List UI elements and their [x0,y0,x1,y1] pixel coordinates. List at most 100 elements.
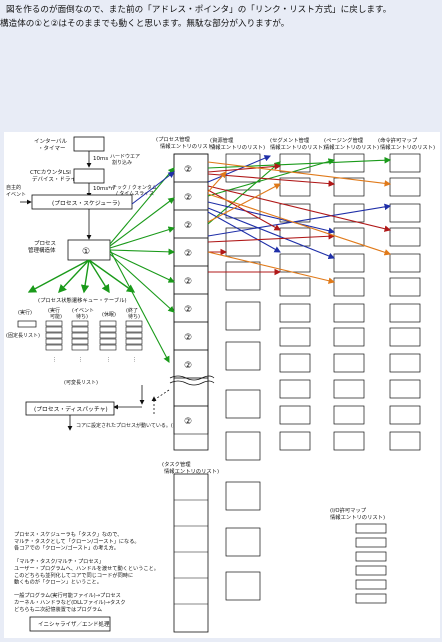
queue-end-label-1: (終了 [126,307,138,314]
header-line-1: 図を作るのが面倒なので、また前の「アドレス・ポインタ」の「リンク・リスト方式」に… [6,5,392,15]
time-10ms-label: 10ms [93,156,108,162]
tick-label-1: チック / クォンタム [112,184,157,191]
pointer-arrow [207,251,336,284]
dispatcher-label: (プロセス・ディスパッチャ) [34,405,108,413]
queue-slot [125,320,143,327]
pointer-arrow [207,207,336,260]
resource-header-1: (資源管理 [210,136,234,144]
pointer-arrow [207,171,227,193]
queue-running-label: (実行) [18,309,32,316]
queue-table-label: (プロセス状態遷移キュー・テーブル) [38,296,127,304]
list-entry-box [225,261,261,291]
queue-slot [99,332,117,339]
queue-slot [71,344,89,351]
list-entry-box [225,389,261,419]
queue-ellipsis: ⋮ [132,357,137,363]
pointer-arrow [109,197,175,247]
header-line-2: 構造体の①と②はそのままでも動くと思います。無駄な部分が入りますが。 [0,19,290,29]
queue-slot [125,332,143,339]
list-entry-box [333,153,365,173]
segment-column [279,153,311,451]
list-entry-box [333,379,365,399]
autonomous-event-label-1: 自主的 [6,184,21,191]
core-note-label: コアに設定されたプロセスが動いている。(ロアごと) [76,422,195,429]
tick-label-2: / タイムスライス [116,190,154,197]
list-entry-box [355,593,387,604]
circle-2-label: ② [184,221,192,231]
paging-header-1: (ページング管理 [324,136,364,144]
pcb-label-2: 管理構造体 [28,246,56,254]
list-entry-box [333,303,365,323]
initializer-label: イニシャライザ／エンド処理 [38,620,110,628]
list-entry-box [389,153,421,173]
note-line: このどちらも並列化してコアで同じコードが同時に [14,571,133,579]
note-line: 一般プログラム(実行可能ファイル)→プロセス [14,591,121,599]
circle-2-label: ② [184,165,192,175]
list-entry-box [225,431,261,461]
queue-stacks: ⋮⋮⋮⋮ [45,320,143,363]
queue-ellipsis: ⋮ [106,357,111,363]
dashed-link-2 [153,389,170,401]
note-line: カーネル・ハンドラなど(DLLファイル)→タスク [14,598,126,606]
queue-event-label-2: 待ち) [76,313,88,320]
circle-2-label: ② [184,193,192,203]
queue-ellipsis: ⋮ [52,357,57,363]
list-entry-box [333,405,365,425]
queue-slot [45,344,63,351]
queue-slot [71,338,89,345]
list-entry-box [333,177,365,197]
queue-suspend-label: (休眠) [102,311,116,318]
list-entry-box [225,481,261,511]
list-entry-box [389,327,421,347]
column-break-2 [169,380,215,386]
task-header-2: 情報エントリのリスト) [164,467,219,475]
resource-header-2: 情報エントリのリスト) [210,143,265,151]
queue-slot [99,326,117,333]
fixed-list-label: (固定長リスト) [6,332,40,339]
circle-2-label: ② [184,249,192,259]
process-list-header-1: (プロセス管理 [156,135,191,143]
list-entry-box [225,301,261,331]
permission-column [389,153,421,451]
list-entry-box [279,303,311,323]
list-entry-box [389,353,421,373]
pointer-arrow [207,158,336,197]
pointer-arrow [207,193,392,256]
io-map-header-2: 情報エントリのリスト) [330,513,385,521]
connection-arrows [109,155,392,363]
list-entry-box [279,405,311,425]
io-map-header-1: (I/O許可マップ [330,506,367,514]
queue-slot [125,344,143,351]
pointer-arrow [207,185,392,232]
pointer-arrow [207,189,281,231]
list-entry-box [389,203,421,223]
list-entry-box [279,431,311,451]
pointer-arrow [131,171,175,205]
pointer-arrow [109,253,175,313]
ctc-label-1: CTCカウンタLSI [30,168,71,176]
circle-1-label: ① [82,247,90,257]
segment-header-1: (セグメント管理 [270,136,310,144]
pointer-arrow [109,226,176,249]
column-break-1 [169,375,215,381]
ctc-label-2: デバイス・ドライバ [32,175,82,183]
list-entry-box [333,327,365,347]
note-line: マルチ・タスクとして「クローン/ゴースト」になる。 [14,537,140,545]
queue-ready-label-1: (実行 [48,307,60,314]
hw-interrupt-label-2: 割り込み [112,159,132,166]
pointer-arrow [207,201,336,234]
queue-slot [99,320,117,327]
task-mgmt-rows [174,499,208,605]
list-entry-box [355,579,387,590]
task-mgmt-column [173,473,209,633]
circle-2-label: ② [184,277,192,287]
permission-header-2: 情報エントリのリスト) [380,143,435,151]
list-entry-box [389,405,421,425]
notes-block: プロセス・スケジューラも「タスク」なので、マルチ・タスクとして「クローン/ゴース… [14,530,159,613]
pointer-arrow [109,248,176,256]
resource-column [225,153,261,601]
segment-header-2: 情報エントリのリスト) [270,143,325,151]
pointer-arrow [207,232,336,243]
list-entry-box [355,523,387,534]
